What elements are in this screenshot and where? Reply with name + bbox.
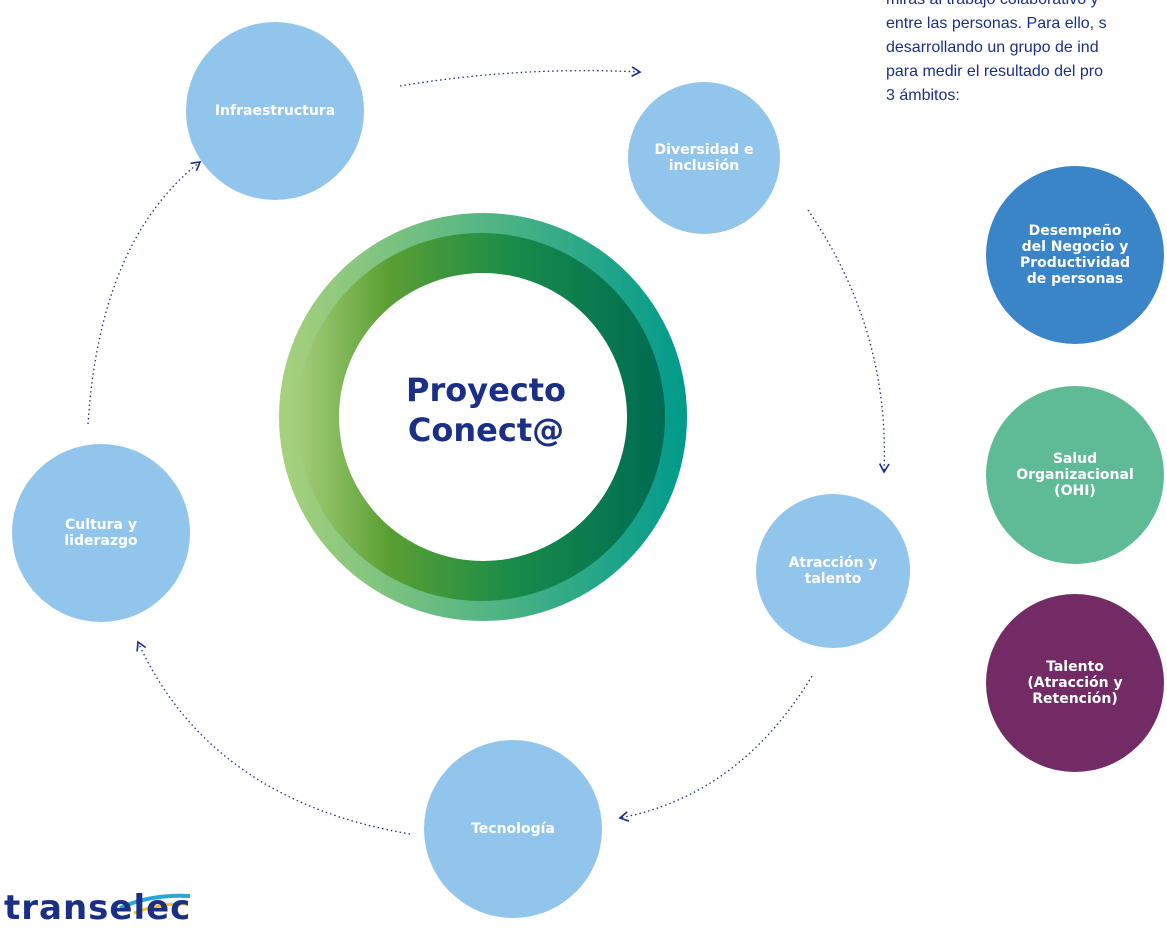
domain-salud-label: Salud Organizacional (OHI) — [1016, 451, 1134, 499]
central-title: Proyecto Conect@ — [405, 371, 567, 449]
ring-inner — [339, 273, 627, 561]
node-atraccion-label: Atracción y talento — [788, 555, 878, 587]
company-logo: transelec — [4, 888, 192, 928]
node-tecnologia: Tecnología — [424, 740, 602, 918]
logo-mark — [119, 893, 191, 915]
node-cultura: Cultura y liderazgo — [12, 444, 190, 622]
domain-talento: Talento (Atracción y Retención) — [986, 594, 1164, 772]
domain-desempeno: Desempeño del Negocio y Productividad de… — [986, 166, 1164, 344]
node-diversidad: Diversidad e inclusión — [628, 82, 780, 234]
cycle-arrows — [87, 66, 890, 835]
node-atraccion: Atracción y talento — [756, 494, 910, 648]
arrow-infra-to-diversidad — [399, 66, 642, 87]
node-infraestructura: Infraestructura — [186, 22, 364, 200]
node-infraestructura-label: Infraestructura — [214, 103, 336, 119]
node-diversidad-label: Diversidad e inclusión — [654, 142, 754, 174]
domain-salud: Salud Organizacional (OHI) — [986, 386, 1164, 564]
arrow-diversidad-to-atraccion — [807, 209, 890, 474]
arrow-tecnologia-to-cultura — [136, 640, 411, 835]
domain-talento-label: Talento (Atracción y Retención) — [1027, 659, 1123, 707]
domain-desempeno-label: Desempeño del Negocio y Productividad de… — [1020, 223, 1130, 287]
node-tecnologia-label: Tecnología — [471, 821, 555, 837]
arrow-atraccion-to-tecnologia — [618, 675, 813, 822]
intro-text: miras al trabajo colaborativo y entre la… — [886, 0, 1107, 104]
arrow-cultura-to-infra — [87, 160, 202, 425]
node-cultura-label: Cultura y liderazgo — [64, 517, 138, 549]
central-ring — [279, 213, 687, 621]
